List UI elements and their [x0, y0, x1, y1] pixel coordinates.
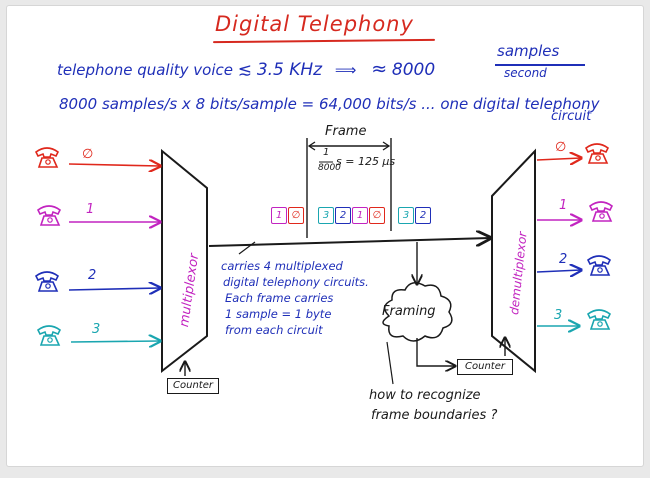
- voice-label: telephone quality voice: [57, 61, 233, 79]
- output-label-0: ∅: [555, 140, 567, 155]
- counter-left: Counter: [167, 378, 219, 394]
- bitrate-line-continuation: circuit: [551, 109, 592, 124]
- telephone-icon-in-0: [35, 147, 59, 168]
- counter-right: Counter: [457, 359, 513, 375]
- frame-duration-rest: s = 125 μs: [336, 155, 396, 168]
- telephone-icon-out-3: [587, 309, 611, 330]
- note-line-4: 1 sample = 1 byte: [225, 307, 332, 321]
- note-line-1: carries 4 multiplexed: [221, 259, 343, 273]
- telephone-icon-out-2: [587, 255, 611, 276]
- note-line-2: digital telephony circuits.: [223, 275, 369, 289]
- input-label-0: ∅: [82, 147, 94, 162]
- slot-frame-1: 1: [352, 207, 368, 224]
- question-line-2: frame boundaries ?: [371, 408, 498, 423]
- telephone-icon-in-2: [35, 271, 59, 292]
- implies-arrow: ⟹: [334, 61, 357, 79]
- output-label-1: 1: [559, 198, 568, 213]
- bitrate-line: 8000 samples/s x 8 bits/sample = 64,000 …: [59, 95, 600, 113]
- unit-samples: samples: [497, 42, 560, 60]
- fraction-bar: [495, 64, 585, 66]
- diagram-drawing: [35, 138, 613, 385]
- approx-symbol: ≈: [371, 58, 388, 80]
- slot-prev-0: ∅: [288, 207, 304, 224]
- output-label-2: 2: [559, 252, 568, 267]
- multiplexor-shape: [161, 148, 208, 374]
- leq-symbol: ≲: [237, 60, 253, 80]
- slot-frame-3: 3: [318, 207, 334, 224]
- frame-duration-den: 8000: [318, 163, 341, 173]
- page-title: Digital Telephony: [215, 12, 414, 36]
- voice-bandwidth-line: telephone quality voice ≲ 3.5 KHz ⟹ ≈ 80…: [57, 58, 435, 80]
- question-line-1: how to recognize: [369, 388, 481, 403]
- input-label-1: 1: [86, 202, 95, 217]
- input-label-3: 3: [92, 322, 101, 337]
- slot-next-2: 2: [415, 207, 431, 224]
- frame-label: Frame: [325, 124, 367, 139]
- slot-prev-1: 1: [271, 207, 287, 224]
- note-line-5: from each circuit: [225, 323, 323, 337]
- frame-duration-num: 1: [323, 147, 330, 158]
- demultiplexor-shape: [491, 148, 536, 374]
- whiteboard-diagram: Digital Telephony telephone quality voic…: [7, 6, 643, 466]
- framing-label: Framing: [382, 304, 436, 319]
- input-label-2: 2: [88, 268, 97, 283]
- bandwidth-value: 3.5 KHz: [256, 60, 323, 80]
- telephone-icon-out-1: [589, 201, 613, 222]
- telephone-icon-in-1: [37, 205, 61, 226]
- samples-value: 8000: [391, 60, 436, 80]
- slot-next-3: 3: [398, 207, 414, 224]
- telephone-icon-in-3: [37, 325, 61, 346]
- output-label-3: 3: [554, 308, 563, 323]
- telephone-icon-out-0: [585, 143, 609, 164]
- note-line-3: Each frame carries: [225, 291, 334, 305]
- slot-frame-0: ∅: [369, 207, 385, 224]
- unit-second: second: [504, 66, 547, 80]
- slot-frame-2: 2: [335, 207, 351, 224]
- framing-cloud: [382, 282, 453, 342]
